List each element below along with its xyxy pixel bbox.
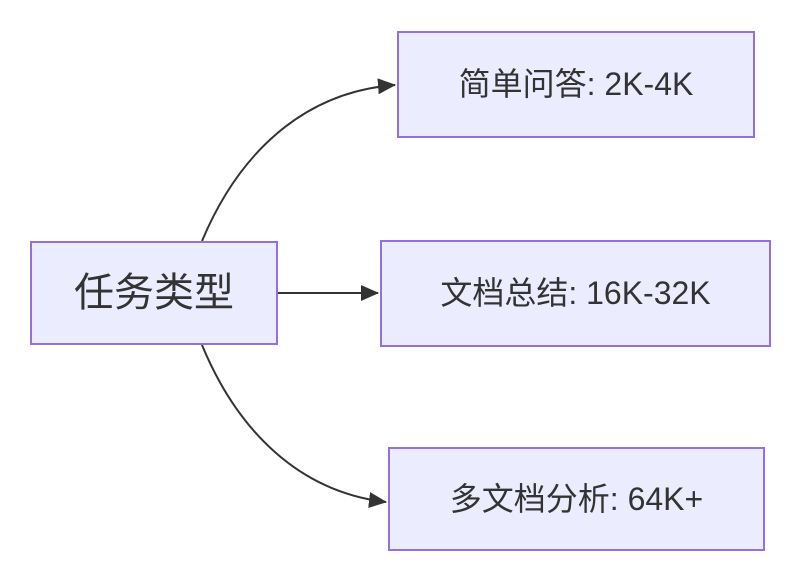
edge-root-to-qa [201,78,396,242]
node-doc-summary: 文档总结: 16K-32K [380,240,771,347]
node-multi-doc-label: 多文档分析: 64K+ [449,480,704,517]
node-simple-qa: 简单问答: 2K-4K [397,31,755,138]
node-task-type-label: 任务类型 [74,271,234,315]
node-task-type: 任务类型 [30,241,278,345]
edge-root-to-multi [201,344,387,508]
node-multi-doc: 多文档分析: 64K+ [388,447,765,551]
node-doc-summary-label: 文档总结: 16K-32K [440,275,711,312]
node-simple-qa-label: 简单问答: 2K-4K [458,66,694,103]
